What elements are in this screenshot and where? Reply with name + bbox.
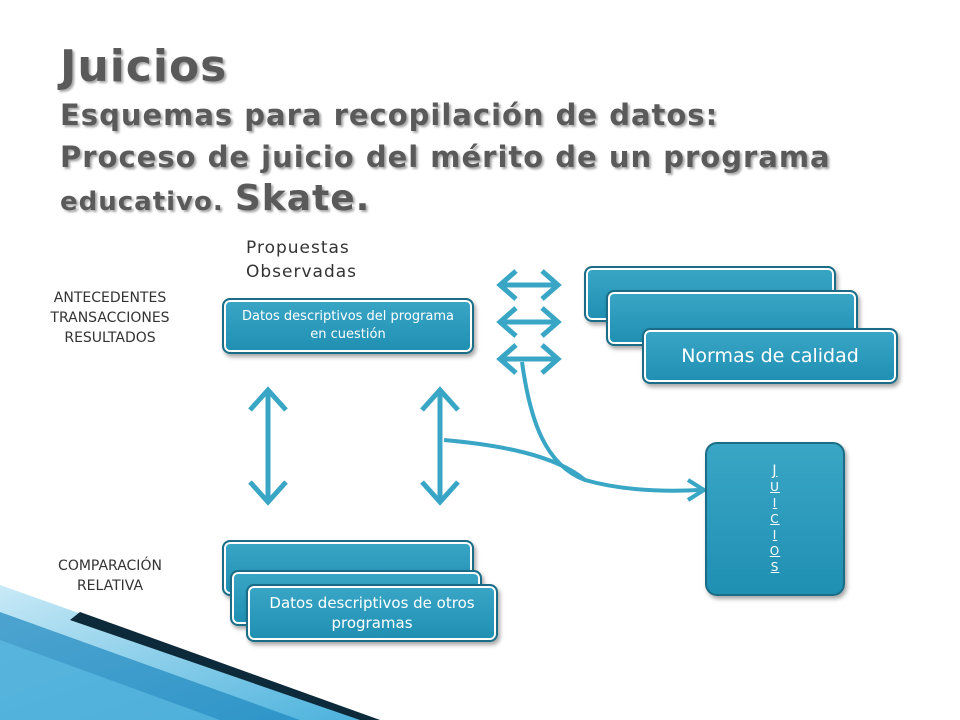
juicios-letter: S (770, 560, 780, 574)
title-line-4-prefix: educativo. (60, 187, 224, 217)
datos-programa-label: Datos descriptivos del programa en cuest… (241, 309, 455, 342)
juicios-letter: C (770, 512, 780, 526)
juicios-letter: I (772, 528, 778, 542)
vertical-arrow-left (248, 386, 288, 506)
comparacion-label: COMPARACIÓN RELATIVA (58, 558, 162, 594)
title-line-3: Proceso de juicio del mérito de un progr… (60, 140, 831, 174)
title-line-2: Esquemas para recopilación de datos: (60, 98, 719, 132)
horizontal-arrow-1 (496, 269, 562, 301)
slide-title: Juicios Esquemas para recopilación de da… (60, 40, 940, 223)
juicios-letter: U (770, 480, 780, 494)
juicios-letter: O (769, 544, 781, 558)
title-skate: Skate. (234, 178, 371, 219)
title-line-1: Juicios (60, 41, 228, 92)
juicios-letter: I (772, 496, 778, 510)
normas-box: Normas de calidad (642, 328, 898, 384)
normas-label: Normas de calidad (681, 345, 859, 367)
juicios-box: J U I C I O S (705, 442, 845, 596)
title-line-4: educativo. Skate. (60, 178, 940, 223)
antecedentes-label: ANTECEDENTES TRANSACCIONES RESULTADOS (50, 290, 170, 346)
horizontal-arrow-3 (496, 343, 562, 375)
datos-programa-box: Datos descriptivos del programa en cuest… (222, 298, 474, 354)
connector-to-juicios (443, 361, 708, 502)
vertical-arrow-right (420, 386, 460, 506)
horizontal-arrow-2 (496, 306, 562, 338)
propuestas-label: Propuestas Observadas (246, 238, 358, 282)
datos-otros-label: Datos descriptivos de otros programas (269, 594, 475, 632)
datos-otros-box: Datos descriptivos de otros programas (246, 584, 498, 642)
juicios-letter: J (772, 463, 778, 479)
